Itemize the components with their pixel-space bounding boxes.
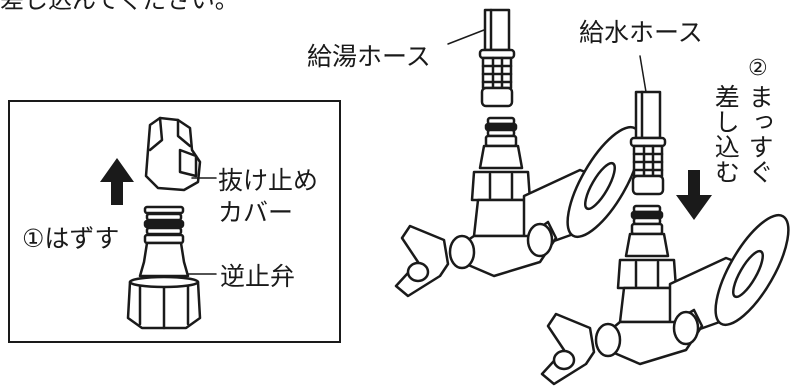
cover-label-line2: カバー (218, 198, 294, 227)
cold-water-hose (629, 90, 667, 196)
cold-water-faucet (540, 204, 790, 386)
cover-removal-inset (8, 100, 341, 343)
cover-part (144, 116, 202, 192)
leader-lines (187, 29, 647, 275)
check-valve-part (126, 205, 202, 330)
hot-water-hose (478, 8, 516, 108)
top-instruction-text: 差し込んでください。 (0, 0, 239, 14)
up-arrow-icon (100, 158, 134, 205)
step2-number: ② (748, 56, 768, 81)
cold-hose-label: 給水ホース (579, 18, 703, 47)
hot-water-faucet (394, 116, 642, 298)
check-valve-label: 逆止弁 (220, 262, 296, 291)
step2-text-col2: 差し込む (711, 84, 741, 184)
down-arrow-icon (676, 170, 712, 220)
hot-hose-label: 給湯ホース (307, 42, 431, 71)
step1-label: ①はずす (22, 224, 120, 253)
cover-label-line1: 抜け止め (218, 166, 319, 195)
step2-text-col1: まっすぐ (745, 84, 775, 184)
